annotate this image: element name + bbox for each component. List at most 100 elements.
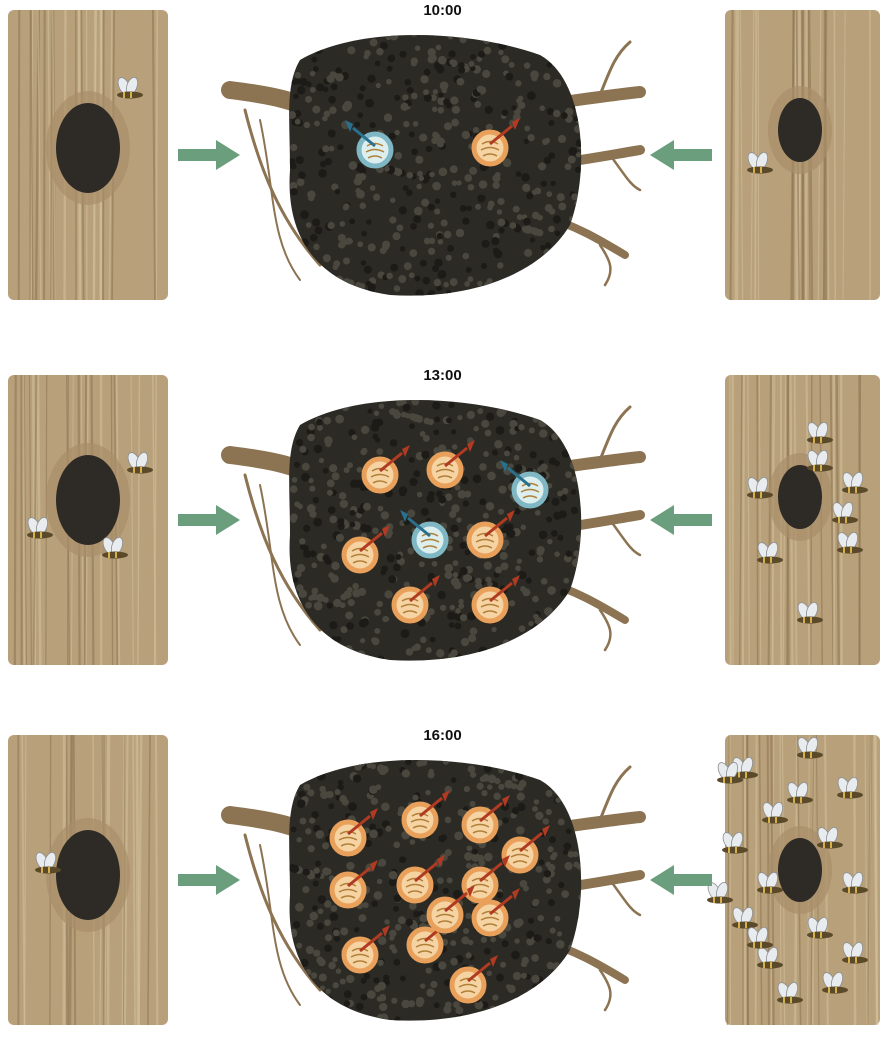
swarm-bee — [500, 962, 506, 968]
swarm-bee — [346, 862, 354, 870]
swarm-bee — [403, 121, 409, 127]
swarm-bee — [333, 762, 341, 770]
swarm-bee — [325, 441, 331, 447]
swarm-bee — [438, 107, 445, 114]
panel-stage — [0, 365, 885, 695]
swarm-bee — [320, 765, 327, 772]
swarm-bee — [426, 146, 433, 153]
swarm-bee — [452, 444, 458, 450]
swarm-bee — [344, 102, 352, 110]
swarm-bee — [483, 451, 489, 457]
swarm-bee — [565, 271, 571, 277]
swarm-bee — [471, 294, 479, 302]
swarm-bee — [312, 635, 318, 641]
swarm-bee — [475, 204, 481, 210]
swarm-bee — [387, 54, 395, 62]
swarm-bee — [498, 784, 504, 790]
swarm-bee — [380, 1013, 388, 1021]
swarm-bee — [468, 184, 475, 191]
swarm-bee — [576, 139, 584, 147]
swarm-bee — [546, 191, 552, 197]
swarm-bee — [403, 185, 409, 191]
swarm-bee — [409, 132, 415, 138]
swarm-bee — [480, 29, 485, 34]
swarm-bee — [297, 799, 306, 808]
swarm-bee — [566, 551, 572, 557]
swarm-bee — [436, 285, 442, 291]
swarm-bee — [570, 241, 579, 250]
swarm-bee — [518, 803, 526, 811]
swarm-bee — [407, 172, 414, 179]
swarm-bee — [527, 91, 536, 100]
swarm-bee — [546, 790, 553, 797]
swarm-bee — [411, 398, 419, 406]
swarm-bee — [307, 409, 313, 415]
swarm-bee — [510, 222, 517, 229]
swarm-bee — [550, 854, 556, 860]
swarm-bee — [553, 79, 562, 88]
swarm-bee — [522, 226, 529, 233]
swarm-bee — [484, 853, 493, 862]
swarm-bee — [548, 899, 555, 906]
swarm-bee — [575, 448, 583, 456]
swarm-bee — [368, 283, 376, 291]
swarm-bee — [507, 523, 514, 530]
swarm-bee — [307, 996, 315, 1004]
swarm-bee — [486, 502, 495, 511]
swarm-bee — [556, 621, 562, 627]
swarm-bee — [547, 621, 555, 629]
swarm-bee — [360, 449, 366, 455]
swarm-bee — [298, 171, 305, 178]
swarm-bee — [464, 852, 473, 861]
swarm-bee — [292, 577, 298, 583]
swarm-bee — [294, 570, 301, 577]
swarm-bee — [451, 525, 459, 533]
swarm-bee — [409, 457, 415, 463]
swarm-bee — [497, 262, 503, 268]
swarm-bee — [300, 210, 309, 219]
swarm-bee — [546, 888, 552, 894]
swarm-bee — [562, 488, 568, 494]
swarm-bee — [342, 403, 350, 411]
swarm-bee — [339, 492, 346, 499]
swarm-bee — [300, 412, 307, 419]
swarm-bee — [457, 78, 465, 86]
nest-hole — [56, 103, 120, 193]
swarm-bee — [555, 797, 561, 803]
swarm-bee — [553, 110, 560, 117]
swarm-bee — [438, 239, 444, 245]
swarm-bee — [486, 577, 492, 583]
swarm-bee — [559, 40, 566, 47]
swarm-bee — [290, 516, 297, 523]
swarm-bee — [563, 757, 569, 763]
arrow-right-icon — [178, 865, 240, 895]
swarm-bee — [561, 890, 569, 898]
swarm-bee — [477, 783, 484, 790]
swarm-bee — [545, 242, 551, 248]
swarm-bee — [434, 279, 441, 286]
swarm-bee — [325, 868, 331, 874]
swarm-bee — [496, 1009, 503, 1016]
swarm-bee — [409, 249, 417, 257]
swarm-bee — [558, 882, 564, 888]
swarm-bee — [443, 888, 449, 894]
swarm-bee — [343, 203, 349, 209]
swarm-bee — [466, 863, 472, 869]
swarm-bee — [313, 639, 318, 644]
swarm-bee — [502, 817, 508, 823]
swarm-bee — [394, 95, 400, 101]
twig — [600, 610, 610, 650]
swarm-bee — [563, 850, 568, 855]
swarm-bee — [295, 903, 304, 912]
swarm-bee — [523, 997, 532, 1006]
swarm-bee — [324, 919, 331, 926]
swarm-bee — [415, 289, 424, 298]
twig — [610, 155, 640, 190]
swarm-bee — [423, 89, 429, 95]
swarm-bee — [349, 218, 355, 224]
arrow-shape — [178, 140, 240, 170]
swarm-bee — [575, 651, 583, 659]
swarm-bee — [537, 36, 542, 41]
swarm-bee — [294, 47, 300, 53]
swarm-bee — [392, 392, 399, 399]
